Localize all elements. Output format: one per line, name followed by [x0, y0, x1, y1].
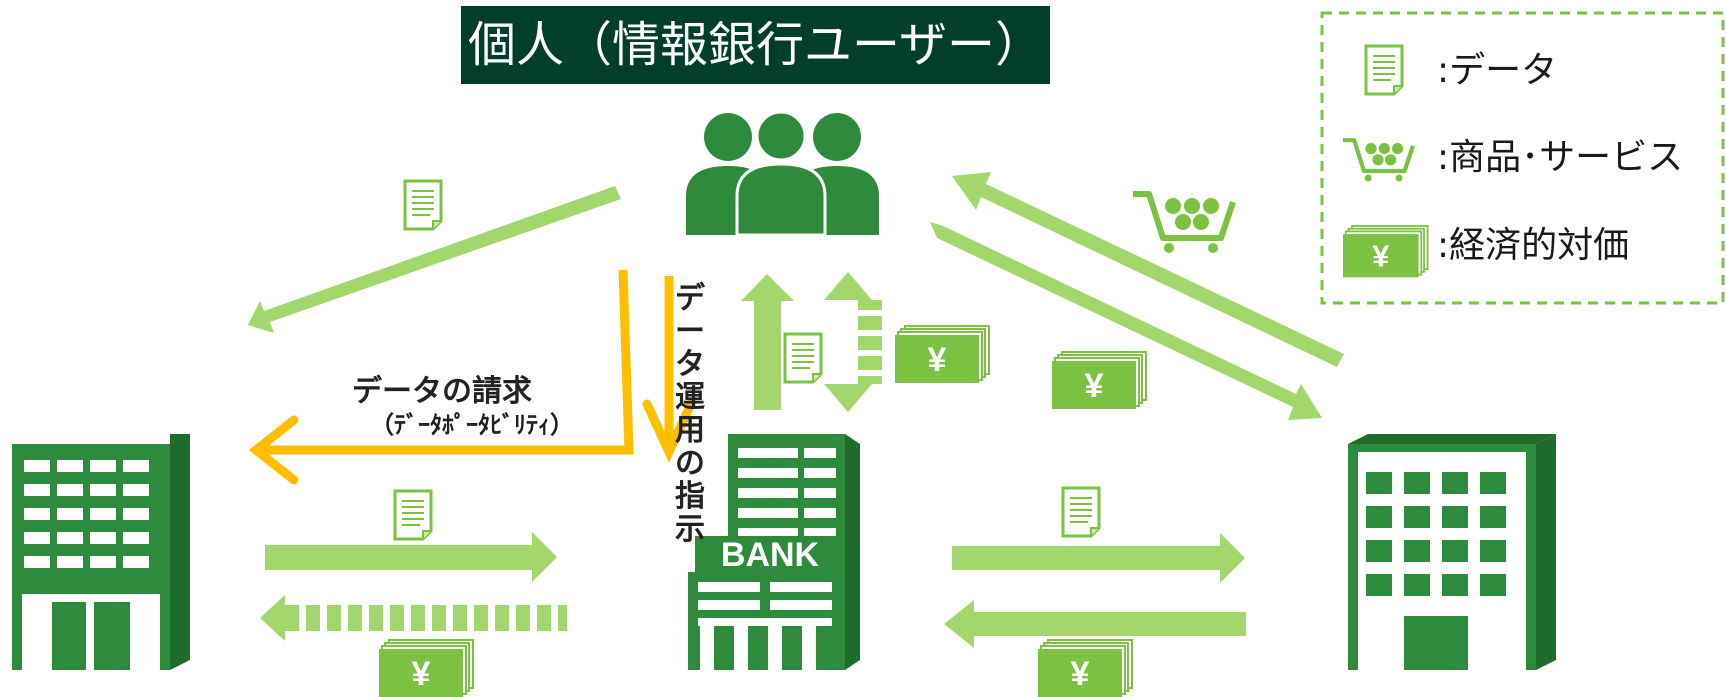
- right-company-building: [1348, 434, 1556, 670]
- document-icon: [783, 332, 823, 384]
- arrow-left-company-to-bank: [265, 532, 557, 582]
- legend-payment-label: :経済的対価: [1437, 225, 1630, 266]
- cart-icon: [1133, 194, 1233, 253]
- legend-goods-label: :商品･サービス: [1437, 137, 1684, 178]
- arrow-bank-to-left-company-dashed: [260, 595, 567, 641]
- legend-data-label: :データ: [1437, 50, 1558, 91]
- arrow-bank-to-right-company: [952, 533, 1245, 583]
- arrow-right-company-to-bank: [944, 600, 1246, 648]
- arrow-data-instruction: [642, 276, 696, 463]
- legend-box: [1320, 11, 1725, 305]
- arrow-data-request: [248, 269, 634, 485]
- arrow-users-to-left-company: [248, 186, 621, 333]
- money-icon: [1051, 351, 1147, 410]
- legend-money-icon: [1342, 225, 1429, 279]
- data-instruction-label: データ運用の指示: [675, 281, 705, 547]
- bank-building: BANK: [688, 434, 860, 670]
- left-company-building: [12, 434, 190, 670]
- legend-cart-icon: [1343, 140, 1413, 181]
- data-portability-label: （ﾃﾞｰﾀﾎﾟｰﾀﾋﾞﾘﾃｨ）: [370, 411, 574, 439]
- document-icon: [403, 179, 443, 231]
- money-icon: [894, 325, 990, 384]
- document-icon: [1061, 486, 1101, 538]
- money-icon: [378, 639, 474, 697]
- money-icon: [1037, 639, 1133, 697]
- arrow-right-company-to-users: [952, 172, 1344, 367]
- arrow-bank-to-users: [741, 274, 794, 410]
- arrow-bidirectional-users-bank: [824, 272, 882, 412]
- page-title: 個人（情報銀行ユーザー）: [461, 6, 1050, 84]
- legend-document-icon: [1364, 44, 1404, 96]
- arrow-users-to-right-company: [930, 222, 1322, 420]
- data-request-label: データの請求: [352, 374, 532, 409]
- users-icon: [686, 110, 879, 237]
- bank-sign: BANK: [721, 536, 820, 574]
- document-icon: [393, 489, 433, 541]
